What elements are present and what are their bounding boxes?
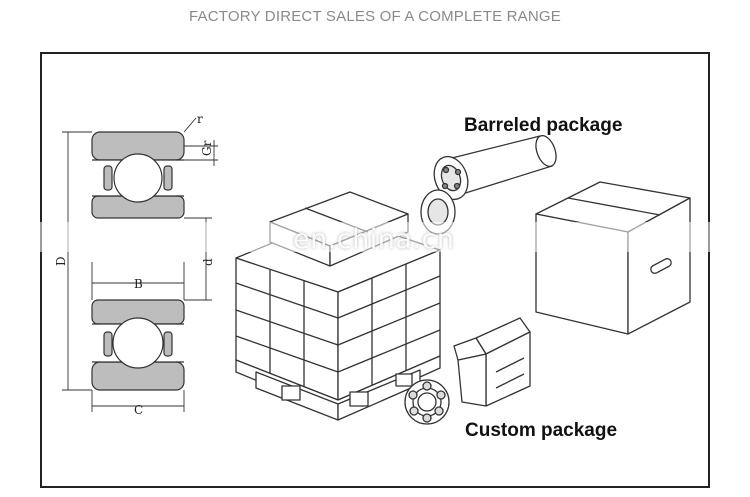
seal-right-bottom bbox=[163, 331, 173, 357]
custom-package bbox=[404, 317, 531, 425]
seal-left-top bbox=[103, 165, 113, 191]
dim-gr-label: Gr bbox=[200, 140, 214, 156]
dim-d-outer-label: D bbox=[54, 256, 68, 266]
dim-c-label: C bbox=[134, 403, 143, 417]
custom-package-label: Custom package bbox=[465, 420, 618, 441]
ball-top bbox=[113, 153, 163, 203]
dimension-lines bbox=[62, 117, 218, 412]
diagram-frame bbox=[40, 52, 710, 488]
barreled-tube bbox=[420, 135, 557, 235]
seal-left-bottom bbox=[103, 331, 113, 357]
dim-d-inner-label: d bbox=[201, 258, 215, 266]
barreled-package-label: Barreled package bbox=[464, 115, 623, 136]
page-title: FACTORY DIRECT SALES OF A COMPLETE RANGE bbox=[189, 8, 561, 25]
bearing-cross-section bbox=[91, 131, 185, 391]
seal-right-top bbox=[163, 165, 173, 191]
ball-bottom bbox=[112, 317, 164, 369]
dim-r-label: r bbox=[197, 112, 203, 126]
watermark-text: en.china.cn bbox=[293, 224, 455, 255]
carton-handle bbox=[650, 258, 672, 274]
carton-box bbox=[535, 181, 691, 335]
watermark-band bbox=[40, 222, 710, 252]
pallet-stack bbox=[235, 191, 441, 421]
dim-b-label: B bbox=[134, 277, 143, 291]
